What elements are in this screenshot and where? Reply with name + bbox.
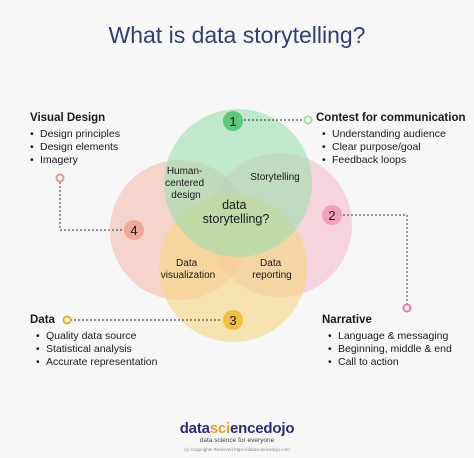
connector-4 [59, 182, 124, 231]
marker-2: 2 [322, 205, 342, 225]
marker-2-label: 2 [328, 208, 335, 223]
marker-4-label: 4 [130, 223, 137, 238]
center-label-line-2: storytelling? [203, 212, 270, 226]
logo-part-2: ence [230, 420, 264, 437]
overlap-dv-line-1: Data [176, 258, 198, 269]
overlap-dr-line-1: Data [260, 258, 282, 269]
brand-tagline: data science for everyone [199, 437, 275, 444]
list-item: Understanding audience [322, 128, 466, 141]
list-item: Statistical analysis [36, 343, 157, 356]
connector-2 [343, 214, 408, 304]
center-label-line-1: data [222, 198, 246, 212]
overlap-data-reporting: Data reporting [252, 258, 291, 281]
marker-1-label: 1 [229, 114, 236, 129]
data-heading: Data [30, 314, 55, 326]
list-item: Clear purpose/goal [322, 141, 466, 154]
list-item: Call to action [328, 356, 452, 369]
contest-list: Understanding audience Clear purpose/goa… [316, 128, 466, 167]
list-item: Beginning, middle & end [328, 343, 452, 356]
logo-part-1: data [179, 420, 210, 437]
marker-4-circle [124, 220, 144, 240]
data-block: Data Quality data source Statistical ana… [30, 314, 157, 369]
overlap-hcd-line-2: centered [165, 178, 204, 189]
list-item: Language & messaging [328, 330, 452, 343]
marker-3-label: 3 [229, 313, 236, 328]
page-title: What is data storytelling? [108, 22, 366, 48]
contest-block: Contest for communication Understanding … [316, 112, 466, 167]
logo-accent: sci [209, 420, 231, 437]
visual-design-heading: Visual Design [30, 112, 106, 124]
narrative-list: Language & messaging Beginning, middle &… [322, 330, 452, 369]
contest-heading: Contest for communication [316, 112, 466, 124]
list-item: Design elements [30, 141, 120, 154]
brand-logo: datasciencedojo [0, 420, 474, 437]
overlap-storytelling: Storytelling [250, 172, 299, 183]
connector-4-dot [55, 173, 65, 183]
list-item: Imagery [30, 154, 120, 167]
data-list: Quality data source Statistical analysis… [30, 330, 157, 369]
list-item: Feedback loops [322, 154, 466, 167]
logo-part-3: dojo [263, 420, 295, 437]
narrative-block: Narrative Language & messaging Beginning… [322, 314, 452, 369]
connector-1-dot [303, 115, 313, 125]
list-item: Design principles [30, 128, 120, 141]
list-item: Quality data source [36, 330, 157, 343]
overlap-hcd-line-1: Human- [167, 166, 203, 177]
center-label: data storytelling? [203, 198, 270, 226]
marker-1-circle [223, 111, 243, 131]
overlap-human-centered-design: Human- centered design [165, 166, 207, 201]
overlap-dr-line-2: reporting [252, 270, 291, 281]
marker-3: 3 [223, 310, 243, 330]
overlap-data-visualization: Data visualization [161, 258, 215, 281]
circle-communication [164, 109, 312, 257]
narrative-heading: Narrative [322, 314, 372, 326]
marker-3-circle [223, 310, 243, 330]
overlap-dv-line-2: visualization [161, 270, 215, 281]
copyright-text: (c) Copyrights Reserved https://datascie… [184, 447, 290, 452]
visual-design-list: Design principles Design elements Imager… [30, 128, 120, 167]
visual-design-block: Visual Design Design principles Design e… [30, 112, 120, 167]
marker-2-circle [322, 205, 342, 225]
connector-2-dot [402, 303, 412, 313]
marker-1: 1 [223, 111, 243, 131]
list-item: Accurate representation [36, 356, 157, 369]
overlap-hcd-line-3: design [171, 190, 200, 201]
marker-4: 4 [124, 220, 144, 240]
connector-3-dot [62, 315, 72, 325]
